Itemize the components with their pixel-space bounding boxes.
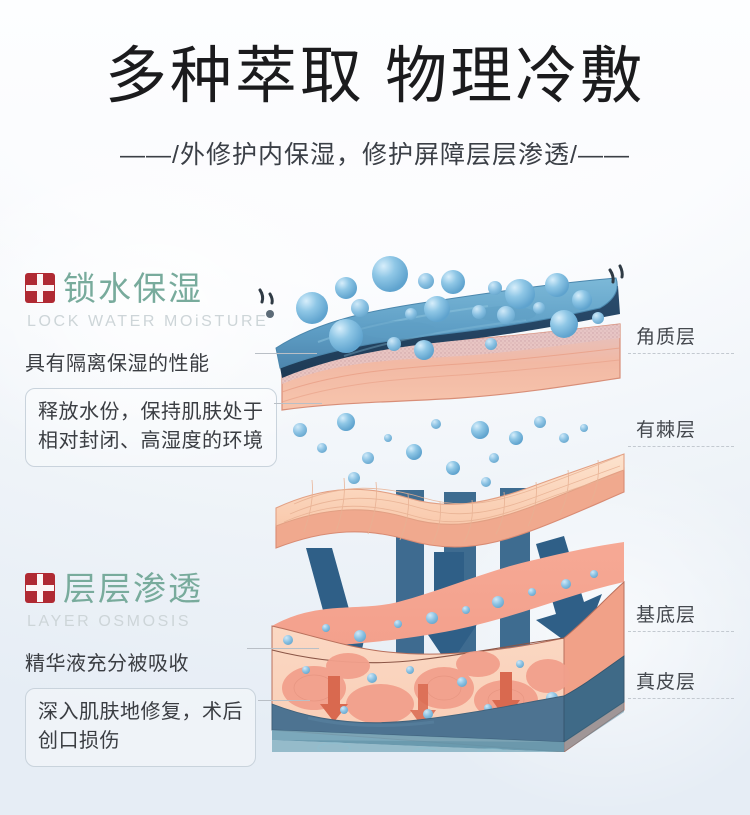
- water-droplets-mid: [293, 413, 588, 487]
- red-cross-icon: [25, 573, 55, 603]
- section-layer-osmosis: 层层渗透 LAYER OSMOSIS 精华液充分被吸收 深入肌肤地修复，术后 创…: [25, 568, 256, 767]
- spinous-mesh-layer: [275, 453, 625, 549]
- leader-line-note-1: [274, 403, 322, 404]
- section-note-line-2: 创口损伤: [38, 730, 120, 752]
- section-lock-water-moisture: 锁水保湿 LOCK WATER MOiSTURE 具有隔离保湿的性能 释放水份，…: [25, 268, 277, 467]
- section-note-box: 深入肌肤地修复，术后 创口损伤: [25, 688, 256, 767]
- skin-layer-label-text: 基底层: [636, 605, 697, 626]
- skin-layer-penetration-diagram: [248, 252, 648, 752]
- section-note-line-1: 释放水份，保持肌肤处于: [38, 401, 264, 423]
- section-heading-en: LOCK WATER MOiSTURE: [27, 313, 269, 330]
- skin-layer-dash-line: [628, 446, 734, 447]
- section-heading-row: 锁水保湿: [25, 268, 277, 308]
- subcutaneous-band: [272, 702, 624, 752]
- skin-layer-dash-line: [628, 631, 734, 632]
- stratum-corneum-layer: [281, 323, 621, 411]
- section-caption: 精华液充分被吸收: [25, 653, 189, 675]
- red-cross-icon: [25, 273, 55, 303]
- leader-line-note-2: [258, 700, 310, 701]
- skin-layer-label-text: 有棘层: [636, 420, 697, 441]
- water-droplets-top: [296, 256, 604, 360]
- section-note-line-1: 深入肌肤地修复，术后: [38, 701, 243, 723]
- splash-ticks: [258, 264, 624, 305]
- skin-layer-dash-line: [628, 353, 734, 354]
- leader-line-caption-1: [255, 353, 317, 354]
- background-top-fade: [0, 0, 750, 205]
- skin-layer-label-basal: 基底层: [628, 600, 734, 632]
- skin-layer-label-dermis: 真皮层: [628, 667, 734, 699]
- page-title: 多种萃取 物理冷敷: [104, 42, 646, 111]
- section-caption: 具有隔离保湿的性能: [25, 353, 210, 375]
- splash-dot: [266, 310, 274, 318]
- section-heading-row: 层层渗透: [25, 568, 256, 608]
- skin-layer-label-spinous: 有棘层: [628, 415, 734, 447]
- page-subtitle: ——/外修护内保湿，修护屏障层层渗透/——: [120, 141, 630, 169]
- skin-layer-dash-line: [628, 698, 734, 699]
- skin-layer-label-stratum-corneum: 角质层: [628, 322, 734, 354]
- skin-layer-label-text: 真皮层: [636, 672, 697, 693]
- deep-dermis-band: [271, 655, 625, 743]
- section-heading-cn: 层层渗透: [63, 569, 203, 607]
- section-heading-en: LAYER OSMOSIS: [27, 613, 192, 630]
- leader-line-caption-2: [247, 648, 319, 649]
- section-heading-cn: 锁水保湿: [63, 269, 203, 307]
- skin-layer-label-text: 角质层: [636, 327, 697, 348]
- section-note-box: 释放水份，保持肌肤处于 相对封闭、高湿度的环境: [25, 388, 277, 467]
- section-note-line-2: 相对封闭、高湿度的环境: [38, 430, 264, 452]
